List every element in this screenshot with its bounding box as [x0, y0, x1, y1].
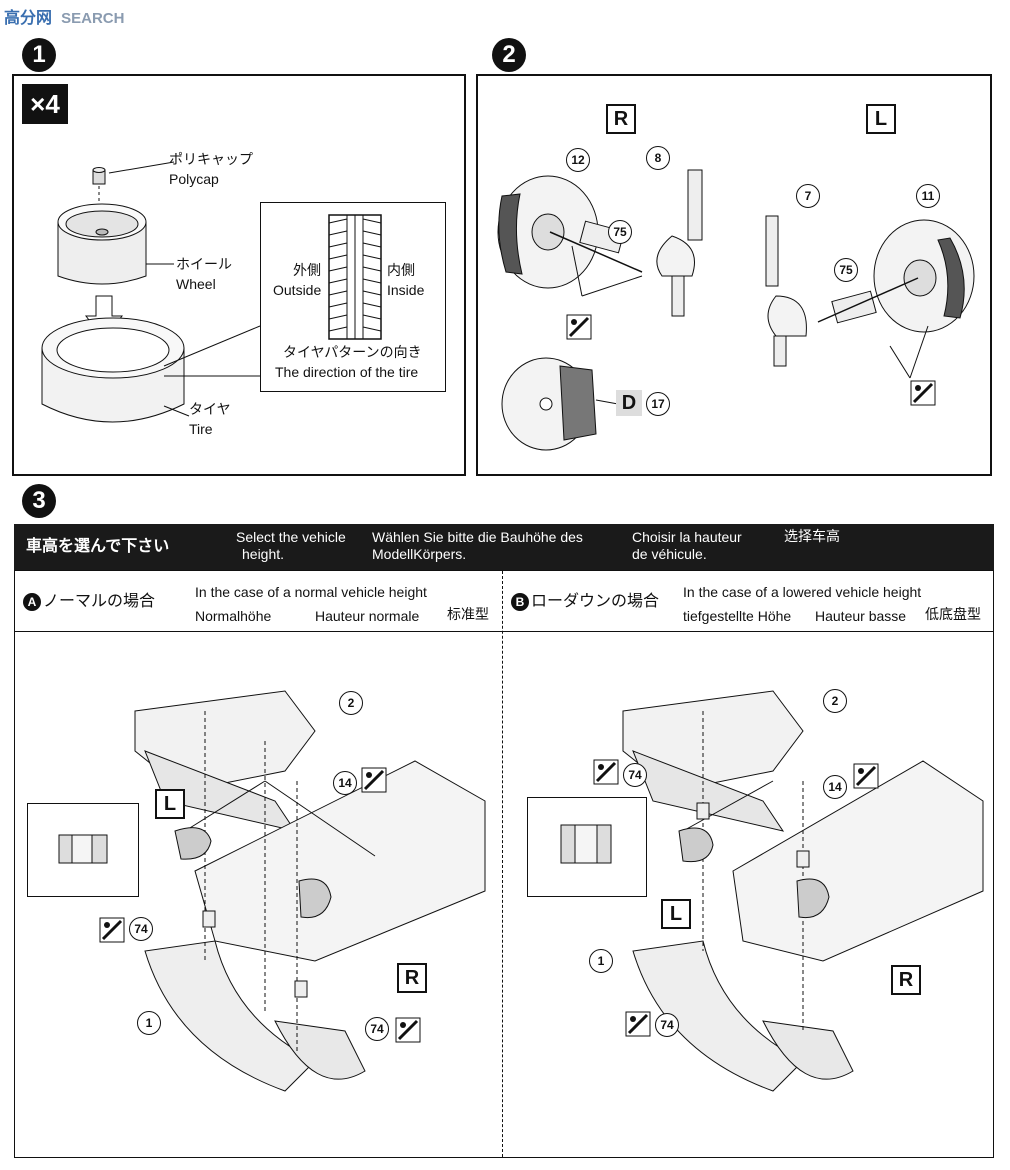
tire-label-jp: タイヤ [189, 401, 231, 417]
step-2-panel: R L 12 8 75 7 11 75 D 17 [476, 74, 992, 476]
option-a-en: In the case of a normal vehicle height [195, 584, 427, 600]
vehicle-height-banner: 車高を選んで下さい Select the vehicle height. Wäh… [14, 524, 994, 570]
banner-en-line1: Select the vehicle [236, 529, 346, 545]
banner-cn: 选择车高 [784, 528, 840, 544]
banner-en-line2: height. [242, 546, 285, 562]
brake-disc-detail-illustration [501, 357, 619, 451]
option-b-en: In the case of a lowered vehicle height [683, 584, 922, 600]
option-a-polycap-inset [27, 803, 139, 897]
tire-label-en: Tire [189, 421, 213, 437]
wheel-label-jp: ホイール [176, 256, 232, 272]
step-1-number: 1 [22, 38, 56, 72]
wheel-illustration [57, 203, 147, 285]
cement-tool-icon-left [910, 380, 936, 406]
banner-fr-line1: Choisir la hauteur [632, 529, 742, 545]
option-b-right-label: R [891, 965, 921, 995]
option-b-polycap-inset [527, 797, 647, 897]
option-b-part-74-lower-number: 74 [655, 1013, 679, 1037]
option-b-cement-icon-2 [853, 763, 879, 789]
option-b-part-1-number: 1 [589, 949, 613, 973]
option-a-part-74-lower-number: 74 [365, 1017, 389, 1041]
option-a-left-label: L [155, 789, 185, 819]
option-b-fr: Hauteur basse [815, 608, 907, 624]
part-8-number: 8 [646, 146, 670, 170]
watermark-logo: 高分网 SEARCH [4, 4, 124, 28]
option-header-divider [15, 631, 993, 632]
polycap-label-en: Polycap [169, 171, 219, 187]
right-side-label: R [606, 104, 636, 134]
tire-direction-label-jp: タイヤパターンの向き [283, 344, 422, 360]
option-b-part-14-number: 14 [823, 775, 847, 799]
option-b-cement-icon-3 [625, 1011, 651, 1037]
option-b-cn: 低底盘型 [925, 606, 981, 622]
option-b-part-2-number: 2 [823, 689, 847, 713]
step-1-panel: ×4 ポリキャップ Polycap ホイール Wheel タイヤ Tire [12, 74, 466, 476]
option-a-spacer-short-illustration [58, 834, 108, 864]
right-brake-assembly-illustration [497, 169, 703, 317]
part-sprue-d-label: D [616, 390, 642, 416]
banner-jp: 車高を選んで下さい [26, 538, 170, 555]
option-a-cement-icon-3 [395, 1017, 421, 1043]
option-b-left-label: L [661, 899, 691, 929]
banner-de-line2: ModellKörpers. [372, 546, 467, 562]
inside-label-en: Inside [387, 282, 425, 298]
option-a-chassis-illustration [134, 690, 486, 1092]
options-dashed-divider [502, 571, 503, 1157]
watermark-logo-text: 高分网 [4, 8, 53, 27]
option-b-spacer-tall-illustration [560, 824, 612, 864]
part-7-number: 7 [796, 184, 820, 208]
tire-direction-label-en: The direction of the tire [275, 364, 419, 380]
option-b-badge: B [511, 593, 529, 611]
part-75-number-right: 75 [608, 220, 632, 244]
left-brake-assembly-illustration [765, 215, 975, 379]
watermark-site: SEARCH [61, 10, 125, 27]
banner-fr-line2: de véhicule. [632, 546, 707, 562]
outside-label-jp: 外側 [293, 262, 321, 278]
option-b-part-74-upper-number: 74 [623, 763, 647, 787]
banner-de-line1: Wählen Sie bitte die Bauhöhe des [372, 529, 583, 545]
tread-pattern-illustration [328, 214, 382, 340]
part-17-number: 17 [646, 392, 670, 416]
option-b-title-jp: ローダウンの場合 [531, 593, 660, 610]
option-b-cement-icon-1 [593, 759, 619, 785]
option-a-fr: Hauteur normale [315, 608, 420, 624]
option-a-cn: 标准型 [447, 606, 489, 622]
tire-illustration [41, 317, 185, 423]
inside-label-jp: 内側 [387, 262, 415, 278]
option-a-title-jp: ノーマルの場合 [43, 593, 156, 610]
part-75-number-left: 75 [834, 258, 858, 282]
cement-tool-icon-right [566, 314, 592, 340]
option-b-chassis-illustration [622, 690, 984, 1092]
option-a-part-74-upper-number: 74 [129, 917, 153, 941]
polycap-label-jp: ポリキャップ [169, 151, 253, 167]
part-11-number: 11 [916, 184, 940, 208]
step-3-number: 3 [22, 484, 56, 518]
quantity-badge: ×4 [22, 84, 68, 124]
step-3-panel: A ノーマルの場合 In the case of a normal vehicl… [14, 570, 994, 1158]
option-a-cement-icon-2 [99, 917, 125, 943]
outside-label-en: Outside [273, 282, 322, 298]
option-b-de: tiefgestellte Höhe [683, 608, 792, 624]
option-a-right-label: R [397, 963, 427, 993]
step-1-leaders [108, 161, 261, 417]
tire-direction-inset: 外側 Outside 内側 Inside タイヤパターンの向き The dire… [260, 202, 446, 392]
option-a-part-2-number: 2 [339, 691, 363, 715]
left-side-label: L [866, 104, 896, 134]
wheel-label-en: Wheel [176, 276, 216, 292]
option-a-cement-icon-1 [361, 767, 387, 793]
part-12-number: 12 [566, 148, 590, 172]
option-a-part-1-number: 1 [137, 1011, 161, 1035]
step-2-number: 2 [492, 38, 526, 72]
option-a-badge: A [23, 593, 41, 611]
option-a-part-14-number: 14 [333, 771, 357, 795]
option-a-de: Normalhöhe [195, 608, 272, 624]
